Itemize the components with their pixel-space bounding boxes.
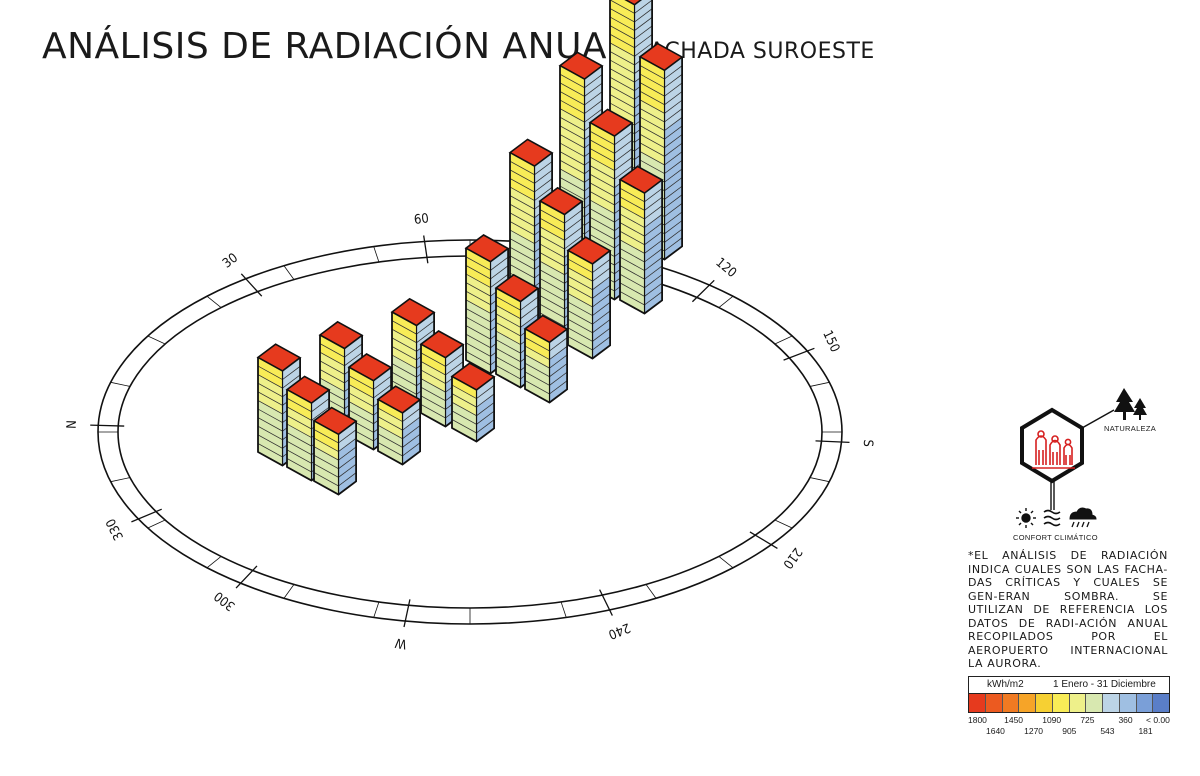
compass-label: 150	[819, 328, 842, 355]
legend-value-top: 1090	[1042, 715, 1062, 725]
compass-minor-tick	[718, 295, 734, 308]
compass-minor-tick	[206, 295, 222, 308]
legend-value-top: 360	[1118, 715, 1133, 725]
legend-value-top: < 0.00	[1146, 715, 1170, 725]
legend-swatch	[1036, 694, 1053, 712]
compass-minor-tick	[373, 246, 380, 263]
compass-tick	[131, 508, 162, 523]
compass-tick	[749, 531, 778, 549]
legend-value-bottom: 1270	[1024, 726, 1044, 736]
legend-value-bottom: 1640	[986, 726, 1005, 736]
compass-label: W	[393, 634, 407, 651]
compass-tick	[403, 599, 411, 628]
legend-swatch	[1136, 694, 1154, 712]
legend-swatch	[1052, 694, 1070, 712]
nature-label: NATURALEZA	[1104, 424, 1157, 433]
wind-icon	[1043, 509, 1061, 527]
building-tower	[523, 314, 569, 404]
legend-header: kWh/m2 1 Enero - 31 Diciembre	[968, 676, 1170, 694]
building-tower	[566, 236, 612, 360]
compass-tick	[599, 589, 613, 616]
compass-tick	[691, 279, 715, 303]
legend-swatch	[1002, 694, 1020, 712]
tower-outline	[313, 420, 358, 496]
legend-value-top: 1800	[968, 715, 987, 725]
legend-unit: kWh/m2	[987, 679, 1024, 690]
compass-minor-tick	[774, 519, 793, 529]
building-tower	[618, 165, 664, 315]
building-tower	[450, 362, 496, 443]
compass-label: 240	[606, 619, 632, 641]
compass-minor-tick	[110, 477, 131, 483]
legend-value-top: 725	[1080, 715, 1095, 725]
legend-value-bottom: 543	[1100, 726, 1115, 736]
tower-outline	[377, 399, 422, 466]
compass-minor-tick	[283, 584, 295, 599]
building-tower	[312, 406, 358, 496]
title-main: ANÁLISIS DE RADIACIÓN ANUAL	[42, 26, 628, 67]
compass-minor-tick	[206, 556, 222, 569]
trees-icon	[1114, 388, 1147, 420]
compass-label: 330	[104, 516, 128, 543]
legend-swatch	[1153, 694, 1169, 712]
compass-tick	[423, 235, 429, 264]
legend-value-top: 1450	[1004, 715, 1024, 725]
compass-minor-tick	[718, 556, 734, 569]
compass-label: 120	[712, 255, 739, 281]
compass-tick	[240, 273, 263, 297]
building-tower	[376, 385, 422, 466]
compass-label: 30	[220, 251, 241, 272]
tower-outline	[619, 179, 663, 315]
legend-swatch	[1103, 694, 1120, 712]
legend-color-scale	[968, 694, 1170, 713]
people-icon	[1032, 430, 1075, 469]
tower-outline	[567, 250, 611, 360]
compass-minor-tick	[373, 601, 380, 618]
compass-label: N	[65, 420, 80, 429]
legend-value-bottom: 905	[1062, 726, 1077, 736]
legend-swatch	[985, 694, 1003, 712]
analysis-note: *EL ANÁLISIS DE RADIACIÓN INDICA CUALES …	[968, 549, 1168, 670]
legend-values: 1800 1450 1090 725 360 < 0.00 1640 1270 905 543 18…	[968, 713, 1170, 739]
roof-panel	[624, 0, 643, 6]
legend-swatch	[1086, 694, 1103, 712]
compass-minor-tick	[110, 381, 131, 387]
compass-minor-tick	[774, 335, 793, 345]
radiation-legend: kWh/m2 1 Enero - 31 Diciembre 1800 1450 10…	[968, 676, 1170, 739]
compass-minor-tick	[809, 381, 830, 387]
legend-swatch	[1069, 694, 1087, 712]
tower-outline	[451, 376, 496, 443]
building-model	[256, 0, 684, 496]
compass-minor-tick	[147, 335, 166, 345]
tower-outline	[524, 328, 568, 404]
climate-icon-diagram	[1016, 388, 1147, 528]
legend-swatch	[969, 694, 986, 712]
compass-minor-tick	[560, 601, 567, 618]
compass-label: 210	[779, 544, 804, 571]
compass-minor-tick	[283, 265, 295, 280]
legend-period: 1 Enero - 31 Diciembre	[1053, 679, 1156, 690]
legend-swatch	[1019, 694, 1036, 712]
compass-tick	[783, 347, 815, 361]
page-title: ANÁLISIS DE RADIACIÓN ANUAL FACHADA SURO…	[42, 26, 875, 67]
compass-label: 300	[212, 588, 239, 614]
compass-tick	[90, 424, 125, 427]
compass-label: 60	[413, 211, 430, 228]
hexagon-icon	[1020, 407, 1084, 484]
comfort-label: CONFORT CLIMÁTICO	[1013, 533, 1098, 542]
rain-cloud-icon	[1069, 507, 1097, 528]
compass-tick	[235, 565, 258, 589]
legend-value-bottom: 181	[1138, 726, 1153, 736]
sun-icon	[1016, 508, 1036, 528]
compass-label: S	[860, 439, 875, 447]
legend-swatch	[1119, 694, 1137, 712]
compass-tick	[815, 440, 850, 444]
compass-minor-tick	[809, 477, 830, 483]
compass-minor-tick	[645, 584, 657, 599]
compass-minor-tick	[147, 519, 166, 529]
